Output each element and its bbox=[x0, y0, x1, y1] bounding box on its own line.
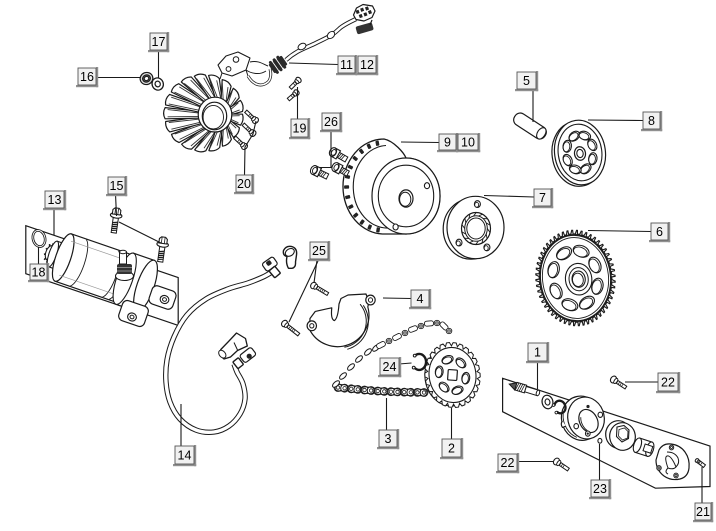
svg-text:3: 3 bbox=[385, 432, 392, 446]
svg-text:2: 2 bbox=[448, 442, 455, 456]
svg-text:7: 7 bbox=[539, 191, 546, 205]
svg-text:23: 23 bbox=[593, 482, 607, 496]
svg-text:24: 24 bbox=[383, 360, 397, 374]
svg-text:19: 19 bbox=[293, 122, 307, 136]
svg-text:22: 22 bbox=[661, 376, 675, 390]
svg-text:1: 1 bbox=[534, 346, 541, 360]
svg-text:20: 20 bbox=[237, 177, 251, 191]
svg-text:26: 26 bbox=[324, 115, 338, 129]
svg-text:10: 10 bbox=[461, 136, 475, 150]
svg-text:5: 5 bbox=[523, 74, 530, 88]
svg-text:16: 16 bbox=[80, 70, 94, 84]
svg-text:14: 14 bbox=[178, 449, 192, 463]
svg-text:15: 15 bbox=[110, 179, 124, 193]
svg-text:11: 11 bbox=[340, 58, 353, 72]
svg-text:13: 13 bbox=[48, 193, 62, 207]
svg-text:17: 17 bbox=[152, 35, 166, 49]
svg-text:22: 22 bbox=[501, 456, 515, 470]
svg-text:8: 8 bbox=[648, 114, 655, 128]
svg-text:6: 6 bbox=[656, 225, 663, 239]
svg-text:25: 25 bbox=[312, 244, 326, 258]
svg-text:4: 4 bbox=[417, 292, 424, 306]
svg-text:9: 9 bbox=[444, 136, 451, 150]
svg-text:18: 18 bbox=[32, 266, 46, 280]
svg-text:21: 21 bbox=[696, 505, 710, 519]
svg-text:12: 12 bbox=[360, 58, 374, 72]
